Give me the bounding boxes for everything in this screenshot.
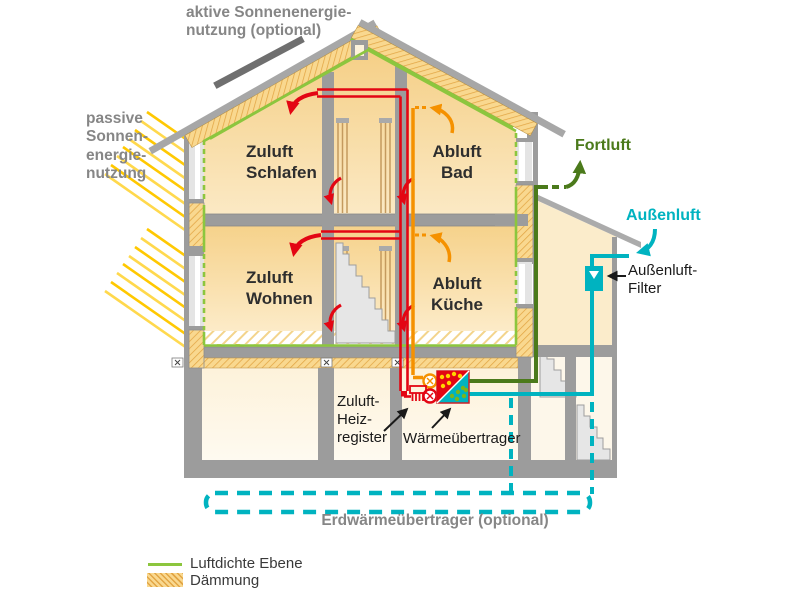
legend-airtight-label: Luftdichte Ebene bbox=[190, 555, 303, 572]
outdoor-air-filter bbox=[585, 266, 603, 291]
annex-roof bbox=[534, 193, 641, 248]
fortluft-label: Fortluft bbox=[575, 137, 631, 154]
fortluft-duct bbox=[469, 185, 566, 383]
rooms bbox=[202, 50, 617, 460]
exhaust-bath-label: Abluft Bad bbox=[432, 142, 482, 183]
airtight-layer-line bbox=[202, 48, 518, 347]
exchanger-pointer-arrow bbox=[431, 407, 452, 429]
ground-heat-exchanger-loop bbox=[203, 398, 594, 515]
annotation-arrows bbox=[383, 270, 626, 432]
exhaust-kitchen-label: Abluft Küche bbox=[431, 274, 483, 315]
passive-solar-label: passive Sonnen- energie- nutzung bbox=[86, 110, 148, 182]
main-staircase bbox=[335, 242, 396, 344]
heat-exchanger-label: Wärmeübertrager bbox=[403, 430, 521, 447]
outdoor-air-duct bbox=[469, 254, 629, 396]
heat-exchanger-unit bbox=[436, 370, 470, 404]
active-solar-label: aktive Sonnenenergie- nutzung (optional) bbox=[186, 4, 352, 40]
legend-insulation-label: Dämmung bbox=[190, 572, 260, 589]
ground-heat-exchanger-label: Erdwärmeübertrager (optional) bbox=[321, 512, 549, 529]
left-wall bbox=[184, 130, 205, 369]
ridge-vent bbox=[351, 40, 368, 60]
airtight-swatch bbox=[148, 563, 182, 566]
supply-heater-icon bbox=[409, 385, 427, 401]
solar-panel bbox=[213, 35, 305, 89]
insulation-swatch bbox=[147, 573, 183, 587]
heater-pointer-arrow bbox=[383, 407, 409, 432]
outdoor-air-filter-label: Außenluft- Filter bbox=[628, 262, 698, 297]
supply-bedroom-label: Zuluft Schlafen bbox=[246, 142, 317, 183]
basement-structure bbox=[184, 237, 617, 478]
outdoor-air-arrow bbox=[636, 228, 657, 257]
exhaust-air-arrows bbox=[429, 103, 455, 263]
decoupling-x-marks bbox=[174, 359, 401, 366]
supply-air-duct bbox=[317, 88, 438, 398]
outdoor-air-label: Außenluft bbox=[626, 207, 701, 224]
supply-air-arrows bbox=[286, 91, 415, 333]
fortluft-arrow bbox=[565, 159, 587, 189]
supply-heater-label: Zuluft- Heiz- register bbox=[337, 393, 388, 446]
supply-living-label: Zuluft Wohnen bbox=[246, 268, 313, 309]
